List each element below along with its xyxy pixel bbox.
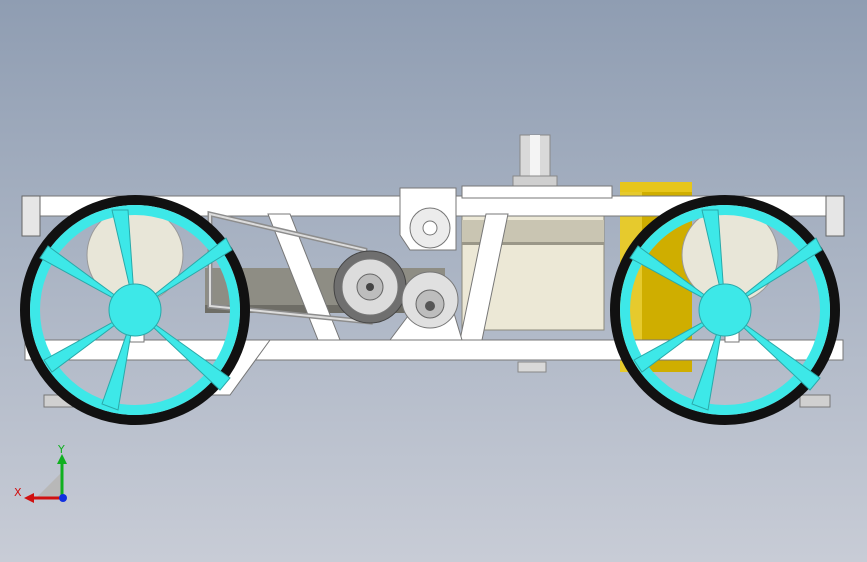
top-mounting-plate: [461, 185, 613, 199]
top-shaft-highlight: [530, 135, 540, 183]
right-wheel-rim: [620, 205, 830, 415]
drive-pulley-bolt: [366, 283, 374, 291]
foot-right: [799, 394, 831, 408]
gold-cylinder-top: [620, 182, 692, 192]
gearbox-band-edge: [462, 242, 604, 245]
diagonal-brace-right: [459, 213, 509, 341]
right-wheel-hub: [698, 283, 752, 337]
frame-end-cap-right: [825, 195, 845, 237]
left-wheel-tire: [20, 195, 250, 425]
left-wheel-rim: [30, 205, 240, 415]
frame-end-cap-left: [21, 195, 41, 237]
y-axis-label: Y: [57, 443, 65, 456]
triad-plane: [36, 472, 62, 498]
left-wheel-hub: [108, 283, 162, 337]
bottom-bolt: [517, 361, 547, 373]
x-axis-arrow: [24, 493, 34, 503]
z-axis-dot: [59, 494, 67, 502]
idler-pulley-hole: [422, 220, 438, 236]
right-wheel-tire: [610, 195, 840, 425]
left-wheel: [20, 195, 250, 425]
x-axis-label: X: [14, 486, 22, 499]
y-axis-arrow: [57, 454, 67, 464]
diagonal-brace-left: [267, 213, 341, 341]
right-wheel: [610, 195, 840, 425]
motor-pulley-bolt: [425, 301, 435, 311]
right-wheel-spokes: [629, 209, 823, 411]
